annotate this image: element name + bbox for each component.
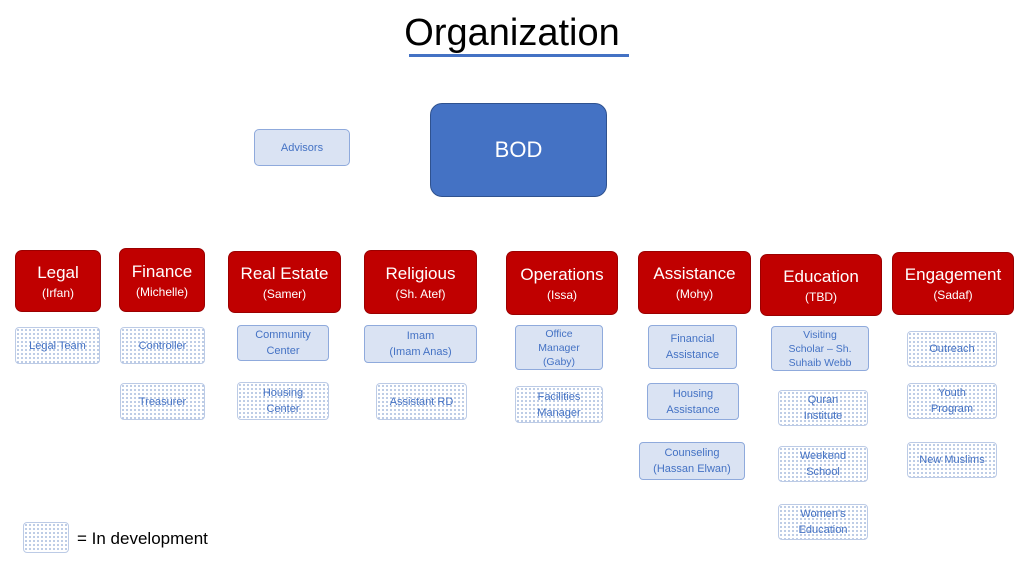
unit-imam: Imam (Imam Anas) — [364, 325, 477, 363]
legend-swatch — [23, 522, 69, 553]
legend-label: = In development — [77, 529, 208, 548]
unit-office-manager: Office Manager (Gaby) — [515, 325, 603, 370]
dept-operations: Operations (Issa) — [506, 251, 618, 315]
dept-finance: Finance (Michelle) — [119, 248, 205, 312]
dept-lead: (Mohy) — [675, 287, 714, 301]
unit-counseling: Counseling (Hassan Elwan) — [639, 442, 745, 480]
unit-weekend-school: Weekend School — [778, 446, 868, 482]
dept-name: Assistance — [653, 264, 736, 283]
dept-real-estate: Real Estate (Samer) — [228, 251, 341, 313]
unit-assistant-rd: Assistant RD — [376, 383, 467, 420]
unit-housing-center: Housing Center — [237, 382, 329, 420]
dept-education: Education (TBD) — [760, 254, 882, 316]
unit-outreach: Outreach — [907, 331, 997, 367]
page-title: Organization — [404, 12, 620, 54]
dept-legal: Legal (Irfan) — [15, 250, 101, 312]
dept-engagement: Engagement (Sadaf) — [892, 252, 1014, 315]
bod-box: BOD — [430, 103, 607, 197]
dept-lead: (TBD) — [805, 289, 837, 304]
unit-womens-education: Women's Education — [778, 504, 868, 540]
dept-lead: (Sadaf) — [933, 288, 973, 302]
advisors-box: Advisors — [254, 129, 350, 166]
unit-new-muslims: New Muslims — [907, 442, 997, 478]
unit-legal-team: Legal Team — [15, 327, 100, 364]
dept-lead: (Samer) — [262, 286, 307, 301]
dept-lead: (Michelle) — [135, 284, 188, 299]
unit-financial-assistance: Financial Assistance — [648, 325, 737, 369]
unit-quran-institute: Quran Institute — [778, 390, 868, 426]
unit-visiting-scholar: Visiting Scholar – Sh. Suhaib Webb — [771, 326, 869, 371]
dept-lead: (Issa) — [547, 287, 577, 302]
dept-name: Engagement — [904, 265, 1002, 284]
dept-lead: (Sh. Atef) — [395, 286, 446, 301]
dept-lead: (Irfan) — [41, 285, 74, 300]
dept-name: Finance — [131, 261, 193, 281]
title-underline — [409, 54, 629, 57]
unit-housing-assistance: Housing Assistance — [647, 383, 739, 420]
unit-facilities-manager: Facilities Manager — [515, 386, 603, 423]
unit-youth-program: Youth Program — [907, 383, 997, 419]
unit-community-center: Community Center — [237, 325, 329, 361]
dept-religious: Religious (Sh. Atef) — [364, 250, 477, 314]
dept-name: Real Estate — [240, 263, 329, 283]
unit-controller: Controller — [120, 327, 205, 364]
dept-name: Legal — [37, 262, 79, 282]
dept-name: Religious — [385, 263, 456, 283]
dept-assistance: Assistance (Mohy) — [638, 251, 751, 314]
unit-treasurer: Treasurer — [120, 383, 205, 420]
dept-name: Operations — [520, 264, 604, 284]
dept-name: Education — [783, 266, 859, 286]
